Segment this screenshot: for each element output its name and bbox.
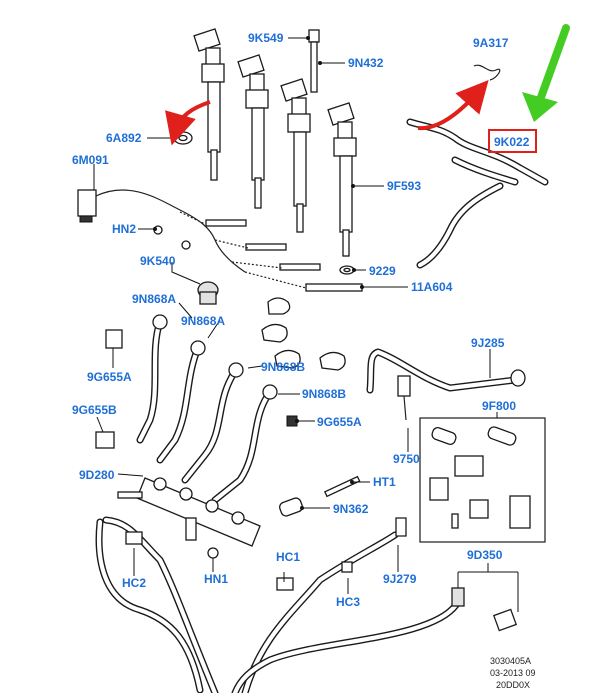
- label-9n362: 9N362: [333, 502, 369, 516]
- label-9a317: 9A317: [473, 36, 509, 50]
- label-hn2: HN2: [112, 222, 136, 236]
- label-9g655b: 9G655B: [72, 403, 117, 417]
- label-9j285: 9J285: [471, 336, 505, 350]
- label-9j279: 9J279: [383, 572, 417, 586]
- hose-clip: [473, 64, 501, 81]
- fuel-injector-1: [193, 28, 225, 181]
- label-9k540: 9K540: [140, 254, 176, 268]
- hose-clips-lower: [125, 531, 353, 591]
- label-ht1: HT1: [373, 475, 396, 489]
- label-9f800: 9F800: [482, 399, 516, 413]
- label-9n432: 9N432: [348, 56, 384, 70]
- fuel-supply-pipe: [366, 348, 526, 394]
- quick-connector: [451, 587, 518, 632]
- label-9n868a-2: 9N868A: [181, 314, 225, 328]
- seal-kit-box: [419, 417, 546, 543]
- leader-lines: [93, 37, 519, 612]
- label-hc1: HC1: [276, 550, 300, 564]
- fuel-injector-3: [280, 78, 311, 233]
- electrical-connectors: [95, 329, 298, 449]
- label-6m091: 6M091: [72, 153, 109, 167]
- pipe-connector: [395, 517, 407, 537]
- nut: [207, 547, 219, 559]
- rail-bolt: [117, 491, 143, 499]
- fuel-injector-4: [327, 102, 357, 257]
- insulator-sleeve: [279, 497, 303, 517]
- reference-line-2: 03-2013 09: [490, 668, 536, 678]
- label-9d280: 9D280: [79, 468, 115, 482]
- fuel-lines-lower: [95, 516, 460, 693]
- highlight-box: [488, 129, 537, 153]
- label-9g655a-1: 9G655A: [87, 370, 132, 384]
- common-rail: [136, 477, 261, 547]
- label-9n868b-2: 9N868B: [302, 387, 346, 401]
- stud: [323, 475, 361, 498]
- glow-plug-harness: [77, 189, 307, 289]
- label-9750: 9750: [393, 452, 420, 466]
- label-9n868b-1: 9N868B: [261, 360, 305, 374]
- red-arrow-right: [417, 80, 489, 131]
- label-9f593: 9F593: [387, 179, 421, 193]
- green-arrow: [522, 24, 570, 122]
- pressure-sensor: [197, 281, 219, 305]
- label-6a892: 6A892: [106, 131, 142, 145]
- injector-clamp-bolt: [308, 29, 320, 93]
- glow-plugs: [205, 219, 363, 292]
- label-hn1: HN1: [204, 572, 228, 586]
- label-hc3: HC3: [336, 595, 360, 609]
- fuel-temperature-sensor: [397, 375, 411, 421]
- label-9k549: 9K549: [248, 31, 284, 45]
- pipe-fittings: [152, 314, 278, 400]
- label-9n868a-1: 9N868A: [132, 292, 176, 306]
- pipe-clips: [261, 297, 346, 371]
- label-9d350: 9D350: [467, 548, 503, 562]
- label-hc2: HC2: [122, 576, 146, 590]
- reference-line-3: 20DD0X: [496, 680, 530, 690]
- label-11a604: 11A604: [411, 280, 453, 294]
- red-arrow-left: [165, 100, 211, 146]
- injector-pipes: [136, 318, 274, 504]
- label-9229: 9229: [369, 264, 396, 278]
- reference-line-1: 3030405A: [490, 656, 531, 666]
- label-9k022: 9K022: [494, 135, 530, 149]
- label-9g655a-2: 9G655A: [317, 415, 362, 429]
- fuel-injector-2: [237, 54, 269, 209]
